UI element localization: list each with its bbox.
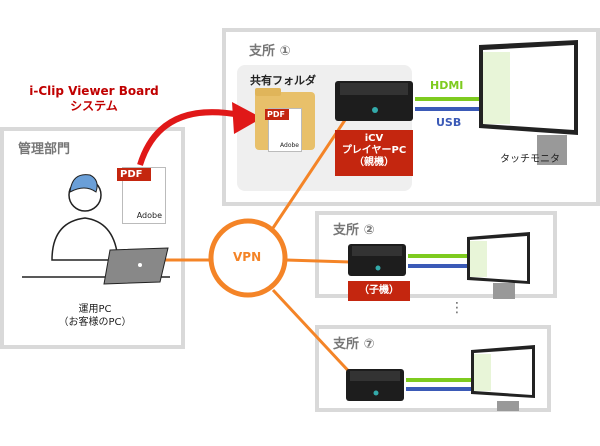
system-title: i-Clip Viewer Board システム bbox=[14, 84, 174, 114]
headquarters-title: 管理部門 bbox=[18, 142, 71, 157]
player-pc-parent bbox=[335, 81, 413, 121]
pdf-brand: Adobe bbox=[136, 211, 162, 220]
vpn-link-branch1 bbox=[271, 119, 347, 229]
touch-monitor-2 bbox=[467, 232, 530, 299]
player-label-line3: （親機） bbox=[354, 157, 394, 168]
player-pc-branch7 bbox=[346, 369, 404, 401]
branch-7-title: 支所 ⑦ bbox=[333, 337, 375, 352]
branch-1-title: 支所 ① bbox=[249, 44, 291, 59]
hdmi-label: HDMI bbox=[430, 79, 464, 92]
more-branches-ellipsis: ⋮ bbox=[450, 300, 464, 316]
vpn-label: VPN bbox=[233, 250, 262, 264]
pc-label-line1: 運用PC bbox=[78, 304, 112, 315]
shared-folder-label: 共有フォルダ bbox=[250, 74, 316, 87]
pdf-file-icon-folder: PDF Adobe bbox=[265, 108, 302, 152]
pdf-file-icon-hq: PDF Adobe bbox=[117, 167, 166, 224]
player-pc-parent-label: iCV プレイヤーPC （親機） bbox=[335, 130, 413, 176]
player-pc-child-label: （子機） bbox=[348, 281, 410, 301]
pdf-brand: Adobe bbox=[280, 142, 299, 149]
pdf-tag: PDF bbox=[117, 168, 151, 181]
touch-monitor-7 bbox=[471, 345, 535, 411]
system-title-line1: i-Clip Viewer Board bbox=[29, 84, 159, 98]
branch-2-title: 支所 ② bbox=[333, 223, 375, 238]
touch-monitor-1 bbox=[479, 40, 578, 165]
system-title-line2: システム bbox=[70, 99, 118, 113]
usb-label: USB bbox=[436, 116, 462, 129]
player-label-line1: iCV bbox=[364, 133, 384, 144]
vpn-link-branch2 bbox=[285, 258, 351, 264]
player-pc-child bbox=[348, 244, 406, 276]
pc-label-line2: （お客様のPC） bbox=[58, 317, 132, 328]
pdf-tag: PDF bbox=[265, 109, 289, 120]
operator-illustration bbox=[22, 174, 170, 285]
touch-monitor-label: タッチモニタ bbox=[500, 154, 560, 165]
vpn-circle bbox=[208, 218, 288, 298]
vpn-link-branch7 bbox=[271, 288, 357, 380]
player-label-line2: プレイヤーPC bbox=[341, 145, 407, 156]
upload-arrow bbox=[137, 109, 241, 166]
operator-pc-label: 運用PC （お客様のPC） bbox=[30, 303, 160, 329]
